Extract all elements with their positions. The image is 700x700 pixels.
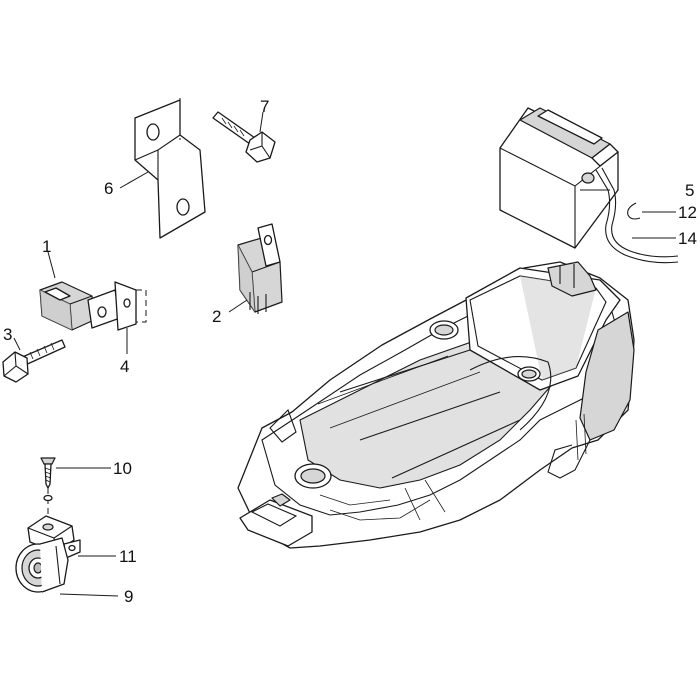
callout-1: 1 <box>42 237 51 256</box>
callout-9: 9 <box>124 587 133 606</box>
relay-part-2 <box>237 223 283 314</box>
callout-12: 12 <box>678 203 697 222</box>
battery-part-5 <box>499 107 679 264</box>
horn-part-9 <box>15 537 69 593</box>
callout-7: 7 <box>260 97 269 116</box>
bracket-part-6 <box>134 98 206 239</box>
leader-lines <box>13 111 676 597</box>
callout-6: 6 <box>104 179 113 198</box>
callout-5: 5 <box>685 181 694 200</box>
callout-10: 10 <box>113 459 132 478</box>
callout-14: 14 <box>678 229 697 248</box>
callout-2: 2 <box>212 307 221 326</box>
bolt-part-3 <box>2 339 66 383</box>
screw-part-10 <box>40 457 56 520</box>
bolt-part-7 <box>212 111 276 163</box>
seat-tub-body <box>237 261 635 549</box>
clip-part-12 <box>627 202 641 220</box>
relay-part-1 <box>39 281 147 331</box>
callout-11: 11 <box>119 547 137 566</box>
callout-labels: 1 2 3 4 5 6 7 9 10 11 12 14 <box>3 97 697 606</box>
callout-4: 4 <box>120 357 129 376</box>
callout-3: 3 <box>3 325 12 344</box>
